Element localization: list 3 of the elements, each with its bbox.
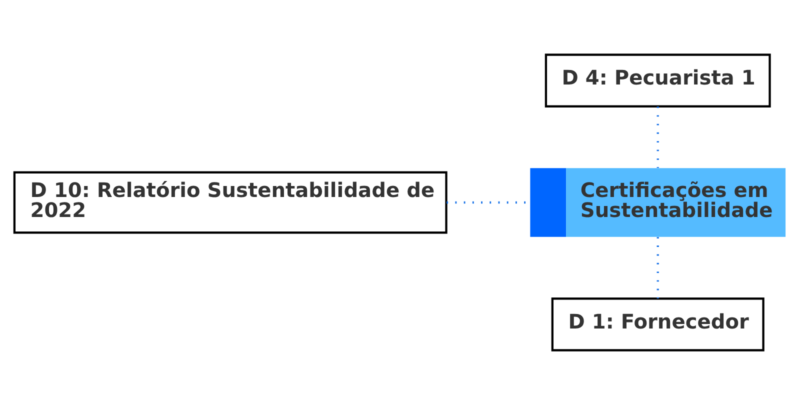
node-box: D 4: Pecuarista 1 (544, 54, 771, 108)
node-box: D 10: Relatório Sustentabilidade de 2022 (13, 171, 448, 234)
node-box: D 1: Fornecedor (551, 298, 764, 352)
